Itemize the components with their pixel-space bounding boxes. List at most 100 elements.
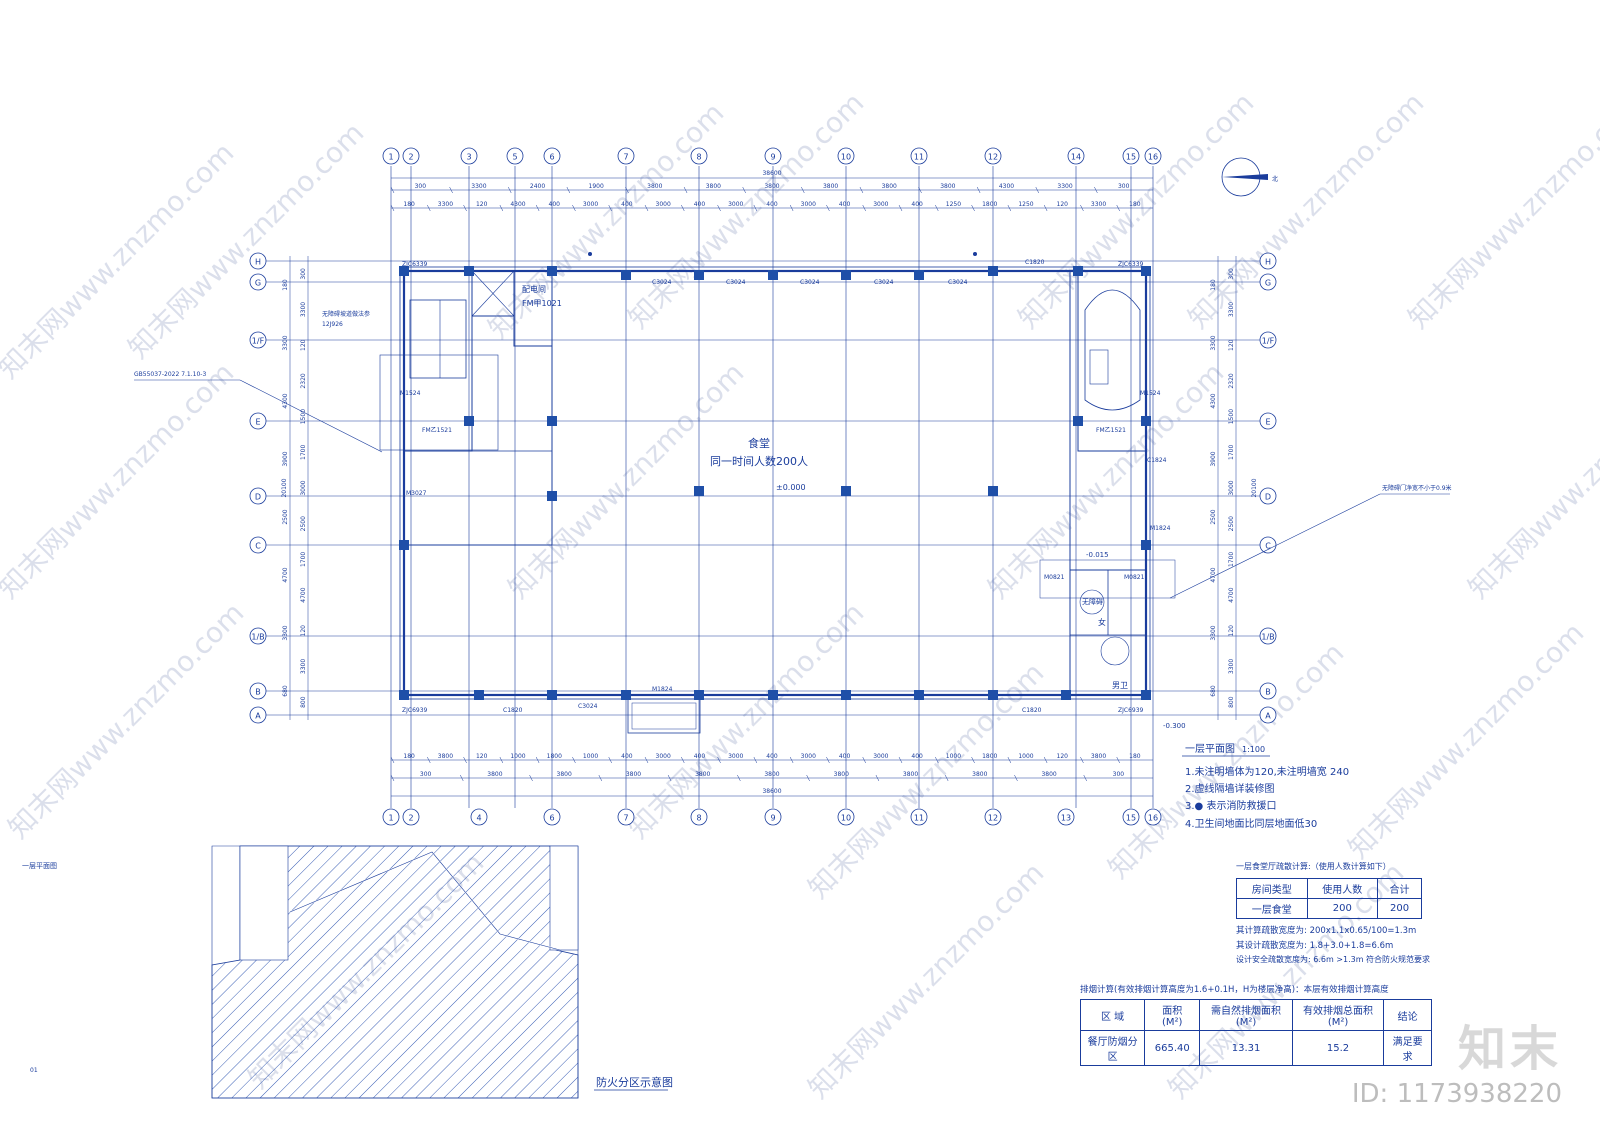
axis-top-label: 3 — [466, 153, 471, 162]
right-outer-dim-value: 680 — [1210, 685, 1217, 697]
left-inner-dim-value: 1700 — [300, 552, 307, 567]
top-dim-2-tick — [826, 204, 830, 212]
window-label: C3024 — [800, 279, 820, 286]
top-dim-1-value: 3800 — [882, 183, 897, 190]
top-dim-1-value: 3800 — [647, 183, 662, 190]
axis-left-label: G — [255, 279, 261, 288]
bottom-dim-1-tick — [717, 756, 721, 764]
smoke-cell: 13.31 — [1199, 1030, 1293, 1066]
left-outer-dim-value: 2500 — [282, 509, 289, 524]
axis-left-label: D — [255, 493, 261, 502]
electric-door-label: FM甲1021 — [522, 299, 562, 308]
bottom-dim-2-tick — [460, 774, 464, 782]
top-dim-2-tick — [789, 204, 794, 212]
top-dim-1-tick — [1035, 186, 1039, 194]
column — [694, 690, 704, 700]
bottom-dim-1-value: 3800 — [1091, 753, 1106, 760]
column — [841, 690, 851, 700]
bottom-dim-1-value: 1000 — [946, 753, 961, 760]
axis-bottom-circle — [1144, 808, 1162, 826]
axis-top-circle — [764, 147, 782, 165]
left-inner-dim-value: 300 — [300, 268, 307, 280]
right-outer-dim-value: 4300 — [1210, 393, 1217, 408]
left-inner-dim-value: 2320 — [300, 373, 307, 388]
column — [914, 270, 924, 280]
axis-left-label: H — [255, 258, 261, 267]
bottom-dim-2-value: 3800 — [626, 771, 641, 778]
fire-zone-diagram: 防火分区示意图 — [211, 845, 673, 1099]
axis-bottom-circle — [617, 808, 635, 826]
column — [988, 266, 998, 276]
top-dim-2-value: 4300 — [510, 201, 525, 208]
column — [768, 270, 778, 280]
left-outer-dim-value: 180 — [282, 279, 289, 291]
right-outer-dim-value: 4700 — [1210, 567, 1217, 582]
right-inner-dim-value: 1500 — [1228, 409, 1235, 424]
bottom-dim-1-value: 400 — [621, 753, 633, 760]
right-inner-dim-value: 120 — [1228, 339, 1235, 351]
bottom-dim-1-value: 3000 — [656, 753, 671, 760]
column — [547, 416, 557, 426]
top-dim-2-tick — [1080, 204, 1084, 212]
bottom-dim-1-value: 400 — [766, 753, 778, 760]
column — [474, 690, 484, 700]
top-dim-2-value: 400 — [766, 201, 778, 208]
top-dim-1-value: 2400 — [530, 183, 545, 190]
column — [399, 690, 409, 700]
total-width-top: 38600 — [762, 170, 781, 177]
bottom-dim-1-value: 1000 — [583, 753, 598, 760]
column — [399, 540, 409, 550]
notes-title: 一层平面图 — [1185, 743, 1235, 755]
right-inner-dim-value: 1700 — [1228, 552, 1235, 567]
bottom-dim-1-value: 400 — [694, 753, 706, 760]
top-dim-2-value: 3300 — [438, 201, 453, 208]
bottom-dim-1-value: 1000 — [1018, 753, 1033, 760]
right-inner-dim-value: 120 — [1228, 625, 1235, 637]
axis-right-circle — [1259, 331, 1277, 349]
column — [694, 486, 704, 496]
bottom-dim-1-value: 3000 — [801, 753, 816, 760]
bottom-dim-2-tick — [1014, 774, 1018, 782]
total-height-left: 20100 — [281, 478, 288, 497]
bottom-dim-1-value: 3000 — [873, 753, 888, 760]
bottom-dim-2-tick — [944, 774, 949, 782]
bottom-dim-1-tick — [427, 756, 431, 764]
top-dim-2-tick — [499, 204, 504, 212]
left-inner-dim-value: 1500 — [300, 409, 307, 424]
axis-left-label: E — [255, 418, 260, 427]
male-toilet-label: 男卫 — [1112, 681, 1128, 690]
page-number: 01 — [30, 1067, 38, 1074]
door-label: ZJC6339 — [1118, 261, 1144, 268]
bottom-dim-2-tick — [667, 774, 672, 782]
bottom-dim-2-value: 3800 — [903, 771, 918, 778]
watermark-text: 知末网www.znzmo.com — [802, 656, 1051, 905]
bottom-dim-2-value: 3800 — [695, 771, 710, 778]
bottom-dim-1-value: 180 — [1129, 753, 1141, 760]
right-outer-dim-value: 2500 — [1210, 509, 1217, 524]
axis-top-circle — [460, 147, 478, 165]
top-dim-2-tick — [1007, 204, 1012, 212]
note-3: 3.● 表示消防救援口 — [1185, 799, 1276, 812]
axis-bottom-circle — [764, 808, 782, 826]
top-dim-1-value: 4300 — [999, 183, 1014, 190]
axis-top-label: 16 — [1148, 153, 1158, 162]
window-label: C1820 — [1022, 707, 1042, 714]
bottom-dim-2-tick — [737, 774, 741, 782]
top-dim-2-value: 1250 — [1018, 201, 1033, 208]
top-dim-1-value: 3300 — [471, 183, 486, 190]
axis-right-circle — [1259, 252, 1277, 270]
watermark-text: 知末网www.znzmo.com — [1342, 616, 1591, 865]
left-inner-dim-value: 800 — [300, 696, 307, 708]
left-inner-dim-value: 1700 — [300, 444, 307, 459]
axis-bottom-label: 2 — [408, 814, 413, 823]
top-dim-2-value: 3300 — [1091, 201, 1106, 208]
top-dim-2-tick — [717, 204, 721, 212]
code-ref: GB55037-2022 7.1.10-3 — [134, 371, 206, 378]
watermark-text: 知末网www.znzmo.com — [1402, 86, 1600, 335]
axis-left-label: C — [255, 542, 261, 551]
top-dim-1-tick — [566, 186, 571, 194]
top-dim-1-value: 1900 — [589, 183, 604, 190]
